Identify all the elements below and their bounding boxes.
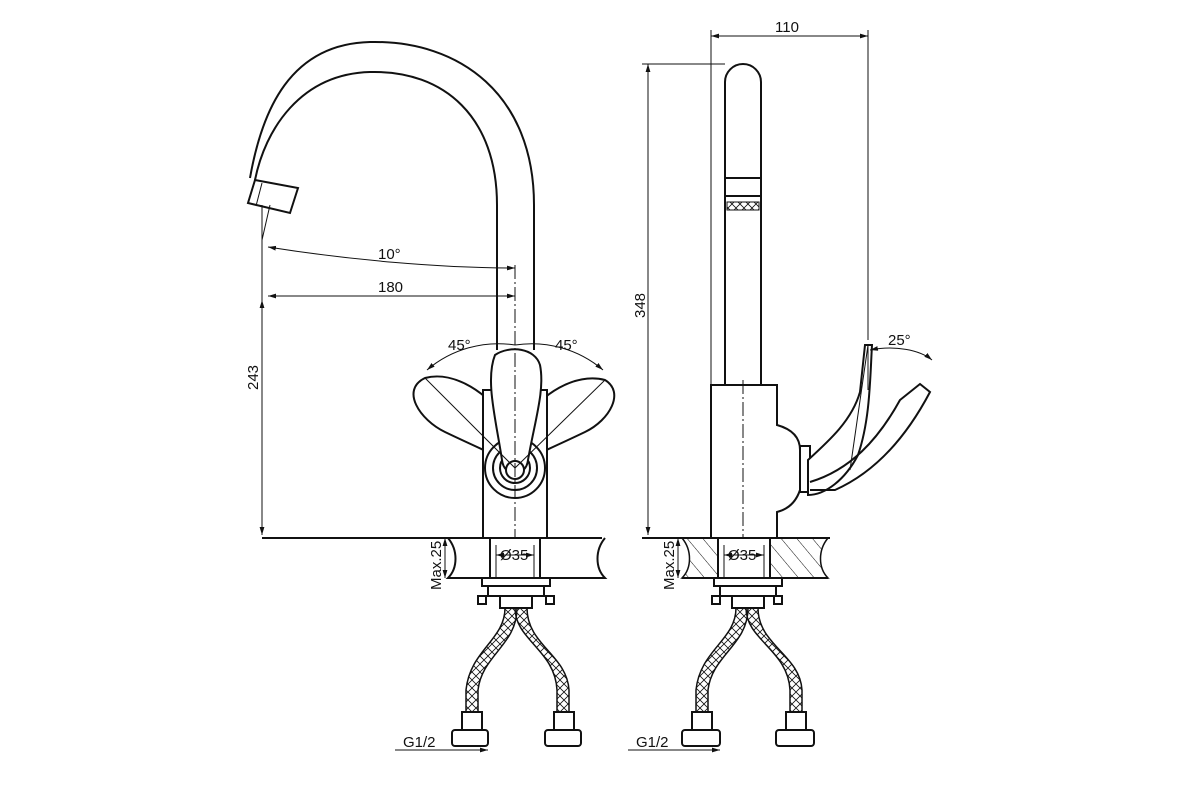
side-dim-thread: G1/2 xyxy=(636,734,669,751)
side-spout xyxy=(724,63,762,385)
dim-hole: Ø35 xyxy=(500,547,528,564)
front-spout xyxy=(246,40,535,350)
side-handle xyxy=(799,344,932,497)
side-view: 25° 110 348 Ø35 Max.25 xyxy=(628,19,933,753)
side-hoses xyxy=(681,607,815,747)
front-mount xyxy=(477,577,555,609)
front-view: 45° 45° 10° 180 243 Ø35 Max.25 xyxy=(245,40,616,753)
dim-total-height: 348 xyxy=(632,293,649,318)
front-countertop xyxy=(262,537,608,579)
side-body xyxy=(710,384,801,539)
side-dim-hole: Ø35 xyxy=(728,547,756,564)
dim-height: 243 xyxy=(245,365,262,390)
dim-width: 110 xyxy=(775,19,799,36)
dim-reach: 180 xyxy=(378,279,403,296)
dim-spout-angle: 10° xyxy=(378,246,401,263)
side-mount xyxy=(711,577,783,609)
front-handle xyxy=(489,348,543,475)
side-dim-max-thickness: Max.25 xyxy=(661,541,678,590)
dim-thread: G1/2 xyxy=(403,734,436,751)
dim-handle-right: 45° xyxy=(555,337,578,354)
dim-max-thickness: Max.25 xyxy=(428,541,445,590)
dim-handle-left: 45° xyxy=(448,337,471,354)
dim-handle-tilt: 25° xyxy=(888,332,911,349)
front-hoses xyxy=(451,607,582,747)
